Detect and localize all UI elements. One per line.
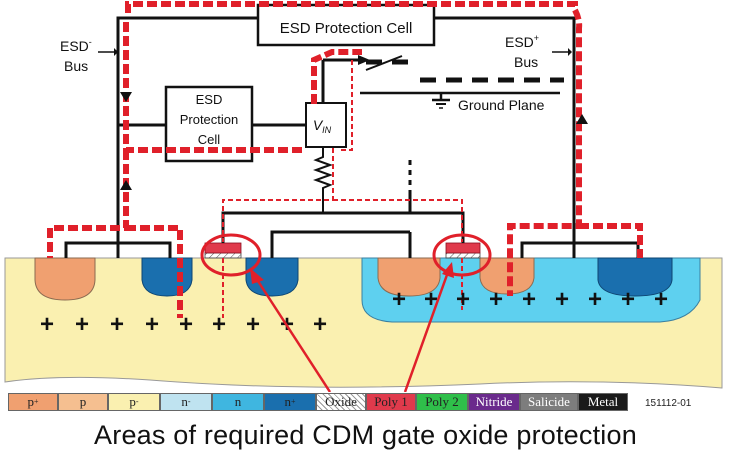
discharge-path-thin — [222, 60, 463, 318]
p-plus-diffusion-left — [34, 257, 96, 301]
esd-plus-pointer-head — [568, 48, 572, 56]
legend-n-minus: n- — [160, 393, 212, 411]
callout-arrows — [254, 271, 450, 392]
legend-n-plus: n+ — [264, 393, 316, 411]
legend-salicide: Salicide — [520, 393, 578, 411]
callout-arrowhead-right — [442, 262, 454, 278]
vin-label: VIN — [313, 117, 332, 135]
gate-oxide-highlight-right — [432, 233, 492, 277]
svg-text:+: + — [555, 286, 569, 313]
figure-code: 151112-01 — [645, 398, 692, 409]
vin-source-box — [305, 102, 347, 148]
svg-text:+: + — [145, 311, 159, 338]
n-plus-diffusion-left-1 — [141, 257, 193, 297]
legend-n: n — [212, 393, 264, 411]
legend-oxide: Oxide — [316, 393, 366, 411]
callout-arrowhead-left — [250, 268, 264, 284]
esd-plus-bus-word: Bus — [514, 54, 538, 70]
svg-text:+: + — [179, 311, 193, 338]
ground-plane — [360, 55, 564, 109]
gate-oxide-right — [445, 252, 481, 259]
metal-wiring — [64, 16, 640, 258]
legend-p-plus: p+ — [8, 393, 58, 411]
svg-text:+: + — [313, 311, 327, 338]
esd-cell-mid-label-1: ESD — [196, 92, 223, 107]
gate-poly-left — [204, 242, 242, 254]
vin-resistor — [313, 147, 333, 213]
esd-cell-mid-label-3: Cell — [198, 132, 221, 147]
svg-text:+: + — [110, 311, 124, 338]
p-plus-diffusion-right-1 — [377, 257, 441, 297]
legend-poly-1: Poly 1 — [366, 393, 416, 411]
esd-minus-bus-word: Bus — [64, 58, 88, 74]
ground-plane-label: Ground Plane — [458, 97, 545, 113]
legend-metal: Metal — [578, 393, 628, 411]
legend-nitride: Nitride — [468, 393, 520, 411]
svg-text:+: + — [392, 286, 406, 313]
legend-poly-2: Poly 2 — [416, 393, 468, 411]
layer-legend: p+ p p- n- n n+ Oxide Poly 1 Poly 2 Nitr… — [8, 393, 628, 411]
caption: Areas of required CDM gate oxide protect… — [94, 420, 637, 450]
n-plus-diffusion-left-2 — [245, 257, 299, 297]
svg-text:+: + — [489, 286, 503, 313]
svg-text:+: + — [654, 286, 668, 313]
path-arrows — [120, 55, 588, 190]
gate-oxide-left — [204, 252, 242, 259]
legend-p: p — [58, 393, 108, 411]
esd-minus-bus-label: ESD- — [60, 37, 92, 54]
svg-text:+: + — [621, 286, 635, 313]
svg-text:+: + — [212, 311, 226, 338]
svg-text:+: + — [588, 286, 602, 313]
svg-text:+: + — [75, 311, 89, 338]
gate-oxide-highlight-left — [200, 233, 262, 277]
discharge-path-thick — [47, 1, 643, 318]
esd-minus-pointer-head — [114, 48, 118, 56]
n-plus-diffusion-right — [597, 257, 673, 297]
esd-plus-bus-label: ESD+ — [505, 33, 539, 50]
legend-p-minus: p- — [108, 393, 160, 411]
svg-text:+: + — [246, 311, 260, 338]
gate-poly-right — [445, 242, 481, 254]
esd-protection-cell-top — [256, 3, 436, 47]
svg-text:+: + — [522, 286, 536, 313]
esd-cell-mid-label-2: Protection — [180, 112, 239, 127]
positive-charges: ++ ++ ++ ++ + ++ ++ ++ ++ + — [40, 286, 668, 338]
svg-text:+: + — [456, 286, 470, 313]
esd-cell-top-label: ESD Protection Cell — [280, 20, 413, 37]
cross-section-diagram: ESD Protection Cell ESD Protection Cell … — [4, 1, 723, 392]
svg-text:+: + — [40, 311, 54, 338]
